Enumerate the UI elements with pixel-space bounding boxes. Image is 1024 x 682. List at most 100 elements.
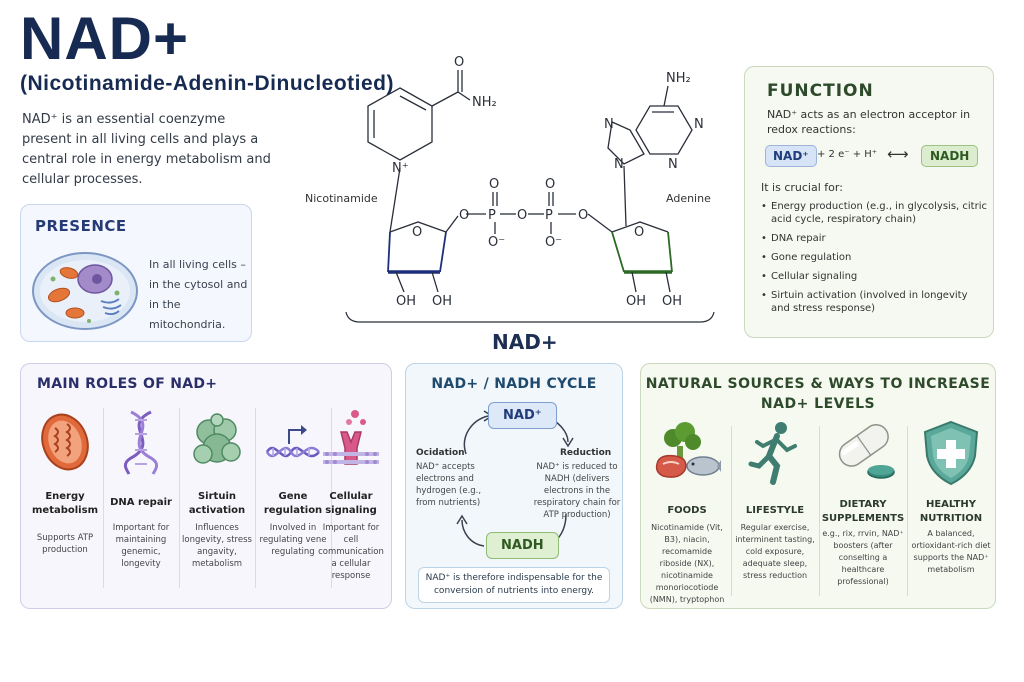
divider xyxy=(255,408,256,588)
atom-nh2: NH₂ xyxy=(666,71,691,86)
food-icon xyxy=(655,422,721,478)
source-dietary-supplements: DIETARY SUPPLEMENTS e.g., rix, rrvirı, N… xyxy=(821,420,905,600)
dna-icon xyxy=(123,410,159,475)
atom-o: O xyxy=(412,225,422,240)
oxidation-title: Ocidation xyxy=(416,448,465,458)
reaction-arrow: ⟷ xyxy=(887,145,909,163)
page-title: NAD+ xyxy=(20,5,190,72)
nicotinamide-label: Nicotinamide xyxy=(305,192,378,205)
function-item: Sirtuin activation (involved in longevit… xyxy=(761,289,987,315)
divider xyxy=(907,426,908,596)
atom-oh: OH xyxy=(662,294,682,309)
oxidation-text: NAD⁺ accepts electrons and hydrogen (e.g… xyxy=(416,462,482,508)
runner-icon xyxy=(748,422,797,485)
nad-nadh-cycle-card: NAD+ / NADH CYCLE NAD⁺ Ocidation NAD⁺ ac… xyxy=(405,363,623,609)
role-name: Cellular signaling xyxy=(325,491,377,516)
role-name: Sirtuin activation xyxy=(188,491,246,516)
capsule-icon xyxy=(838,424,895,479)
function-card: FUNCTION NAD⁺ acts as an electron accept… xyxy=(744,66,994,338)
cycle-note: NAD⁺ is therefore indispensable for the … xyxy=(418,567,610,603)
reaction-nad-badge: NAD⁺ xyxy=(765,145,817,167)
sources-title: NATURAL SOURCES & WAYS TO INCREASE NAD+ … xyxy=(645,376,991,412)
reduction-title: Reduction xyxy=(560,448,612,458)
page-subtitle: (Nicotinamide-Adenin-Dinucleotied) xyxy=(20,72,394,95)
atom-oh: OH xyxy=(396,294,416,309)
cycle-nad-badge: NAD⁺ xyxy=(488,402,557,429)
role-desc: Influences longevity, stress angavity, m… xyxy=(182,523,252,569)
source-name: LIFESTYLE xyxy=(745,505,805,516)
function-item: DNA repair xyxy=(761,232,987,245)
role-name: Gene regulation xyxy=(263,491,323,516)
protein-icon xyxy=(193,413,241,464)
atom-n: N xyxy=(614,157,624,172)
atom-oh: OH xyxy=(626,294,646,309)
divider xyxy=(331,408,332,588)
natural-sources-card: NATURAL SOURCES & WAYS TO INCREASE NAD+ … xyxy=(640,363,996,609)
divider xyxy=(819,426,820,596)
atom-o: O xyxy=(459,208,469,223)
function-title: FUNCTION xyxy=(767,81,874,101)
reduction-text: NAD⁺ is reduced to NADH (delivers electr… xyxy=(533,462,621,520)
atom-p: P xyxy=(545,208,553,223)
atom-n-plus: N⁺ xyxy=(392,161,409,176)
role-desc: Important for maintaining genemic, longe… xyxy=(112,523,170,569)
intro-text: NAD⁺ is an essential coenzyme present in… xyxy=(22,112,271,187)
divider xyxy=(179,408,180,588)
function-item: Cellular signaling xyxy=(761,270,987,283)
atom-n: N xyxy=(694,117,704,132)
source-desc: Regular exercise, interminent tasting, c… xyxy=(735,523,815,580)
atom-nh2: NH₂ xyxy=(472,95,497,110)
source-foods: FOODS Nicotinamide (Vit, B3), niacin, re… xyxy=(645,420,729,604)
role-name: DNA repair xyxy=(110,497,172,508)
function-list: Energy production (e.g., in glycolysis, … xyxy=(761,200,987,321)
cycle-nadh-badge: NADH xyxy=(486,532,559,559)
cycle-title: NAD+ / NADH CYCLE xyxy=(431,376,597,392)
source-healthy-nutrition: HEALTHY NUTRITION A balanced, ortioxidan… xyxy=(909,420,993,600)
role-cellular-signaling: Cellular signaling Important for cell co… xyxy=(315,402,387,598)
main-roles-card: MAIN ROLES OF NAD+ Energy metabolism Sup… xyxy=(20,363,392,609)
atom-o: O xyxy=(489,177,499,192)
source-name: HEALTHY NUTRITION xyxy=(919,499,983,524)
source-desc: A balanced, ortioxidant-rich diet suppor… xyxy=(911,529,991,574)
role-gene-regulation: Gene regulation Involved in regulating v… xyxy=(257,402,329,598)
function-crucial-intro: It is crucial for: xyxy=(761,181,843,194)
nad-molecule-structure: O NH₂ N⁺ O P O O⁻ O P O O⁻ O O O OH OH O… xyxy=(345,55,715,323)
source-lifestyle: LIFESTYLE Regular exercise, interminent … xyxy=(733,420,817,600)
reaction-electrons: + 2 e⁻ + H⁺ xyxy=(817,149,878,160)
role-sirtuin-activation: Sirtuin activation Influences longevity,… xyxy=(181,402,253,598)
atom-n: N xyxy=(604,117,614,132)
role-desc: Supports ATP production xyxy=(36,533,94,555)
source-name: DIETARY SUPPLEMENTS xyxy=(821,499,905,524)
divider xyxy=(731,426,732,596)
presence-title: PRESENCE xyxy=(35,217,127,235)
presence-text: In all living cells – in the cytosol and… xyxy=(149,258,248,331)
source-name: FOODS xyxy=(667,505,707,516)
molecule-name: NAD+ xyxy=(492,330,558,354)
function-item: Gone regulation xyxy=(761,251,987,264)
role-name: Energy metabolism xyxy=(32,491,98,516)
role-desc: Involved in regulating vene regulating xyxy=(259,523,327,557)
divider xyxy=(103,408,104,588)
reaction-nadh-badge: NADH xyxy=(921,145,979,167)
atom-o-minus: O⁻ xyxy=(488,235,505,250)
function-description: NAD⁺ acts as an electron acceptor in red… xyxy=(767,108,971,136)
main-roles-title: MAIN ROLES OF NAD+ xyxy=(37,376,218,392)
role-desc: Important for cell communication a cellu… xyxy=(318,523,384,581)
source-desc: e.g., rix, rrvirı, NAD⁺ boosters (after … xyxy=(822,529,904,586)
atom-o: O xyxy=(634,225,644,240)
function-item: Energy production (e.g., in glycolysis, … xyxy=(761,200,987,226)
atom-o-minus: O⁻ xyxy=(545,235,562,250)
receptor-icon xyxy=(323,410,379,465)
atom-o: O xyxy=(545,177,555,192)
mitochondrion-icon xyxy=(41,413,89,471)
shield-icon xyxy=(923,420,979,486)
gene-icon xyxy=(265,425,320,458)
atom-oh: OH xyxy=(432,294,452,309)
atom-n: N xyxy=(668,157,678,172)
cell-icon xyxy=(32,252,138,330)
role-dna-repair: DNA repair Important for maintaining gen… xyxy=(105,402,177,598)
adenine-label: Adenine xyxy=(666,192,711,205)
role-energy-metabolism: Energy metabolism Supports ATP productio… xyxy=(29,402,101,598)
presence-card: PRESENCE In all living cells – in the cy… xyxy=(20,204,252,342)
atom-o: O xyxy=(454,55,464,70)
